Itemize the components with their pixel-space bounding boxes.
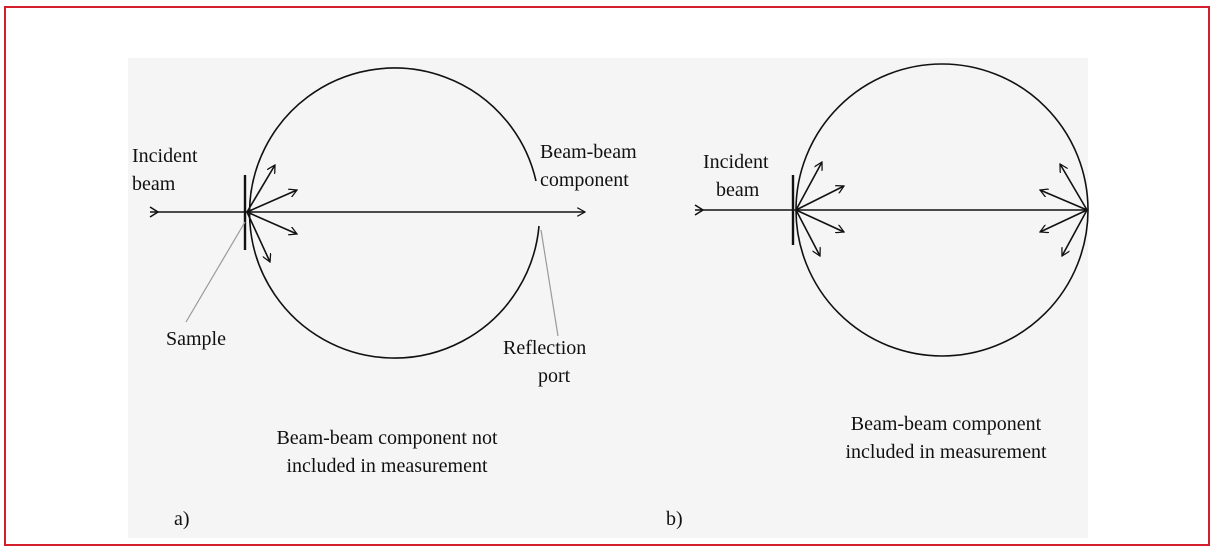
port-leader (540, 229, 559, 337)
scatter-arrows-a (246, 165, 297, 262)
incident-label-a-2: beam (132, 173, 176, 195)
caption-b-2: included in measurement (845, 441, 1046, 463)
incident-label-a-1: Incident (132, 145, 198, 167)
figure-panel (128, 58, 1088, 538)
incident-tick-a (149, 206, 159, 213)
sample-leader (185, 221, 246, 323)
caption-a-2: included in measurement (286, 455, 487, 477)
incident-label-b-2: beam (716, 179, 760, 201)
caption-b-1: Beam-beam component (851, 413, 1042, 435)
incident-tick-b2 (694, 209, 704, 216)
sample-label: Sample (166, 328, 226, 350)
panel-a: Incident beam Beam-beam component Sample… (132, 67, 637, 530)
beam-component-label-1: Beam-beam (540, 141, 637, 163)
beam-component-label-2: component (540, 169, 629, 191)
incident-label-b-1: Incident (703, 151, 769, 173)
panel-tag-b: b) (666, 508, 683, 530)
panel-b: Incident beam Beam-beam component includ… (666, 63, 1089, 530)
incident-tick-a2 (149, 211, 159, 218)
scatter-arrows-b-right (1040, 164, 1088, 256)
panel-tag-a: a) (174, 508, 190, 530)
port-label-1: Reflection (503, 337, 586, 359)
caption-a-1: Beam-beam component not (276, 427, 497, 449)
scatter-arrows-b-left (795, 162, 844, 256)
incident-tick-b (694, 204, 704, 211)
port-label-2: port (538, 365, 571, 387)
sphere-a (248, 67, 540, 359)
